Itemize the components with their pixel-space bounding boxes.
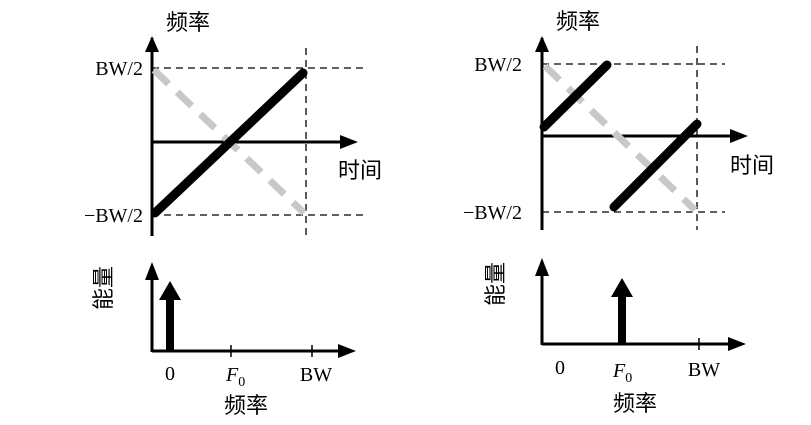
right-upchirp-upper-segment xyxy=(539,60,612,132)
left-time-axis-arrowhead xyxy=(340,135,358,149)
right-reference-downchirp xyxy=(542,63,698,213)
right-time-frequency-plot: 频率 时间 BW/2 −BW/2 xyxy=(463,9,774,230)
left-energy-axis-label: 能量 xyxy=(91,266,116,310)
left-frequency-axis-arrowhead xyxy=(145,36,159,52)
left-time-frequency-plot: 频率 时间 BW/2 −BW/2 xyxy=(84,10,382,236)
left-f0-label: F0 xyxy=(225,364,245,390)
right-f0-label-sub: 0 xyxy=(625,371,632,386)
left-neg-bw-half-label: −BW/2 xyxy=(84,205,143,227)
right-energy-peak-arrowhead xyxy=(611,278,633,297)
left-spectrum-frequency-label: 频率 xyxy=(224,393,268,418)
right-spectrum-frequency-axis-arrowhead xyxy=(728,337,746,351)
left-zero-label: 0 xyxy=(165,363,175,385)
left-energy-spectrum: 能量 0 F0 BW 频率 xyxy=(91,262,356,418)
right-energy-peak-bar xyxy=(618,295,626,344)
left-energy-axis-arrowhead xyxy=(145,262,159,280)
left-energy-peak-arrowhead xyxy=(159,281,181,300)
right-frequency-axis-label: 频率 xyxy=(556,9,600,34)
right-energy-axis-arrowhead xyxy=(535,258,549,276)
right-zero-label: 0 xyxy=(555,357,565,379)
right-bw-half-label: BW/2 xyxy=(474,54,522,76)
left-time-axis-label: 时间 xyxy=(338,158,382,183)
right-f0-label: F0 xyxy=(612,360,632,386)
left-upchirp xyxy=(150,68,308,218)
left-spectrum-frequency-axis-arrowhead xyxy=(338,344,356,358)
right-f0-label-base: F xyxy=(612,360,626,382)
right-energy-axis-label: 能量 xyxy=(483,262,508,306)
right-time-axis-label: 时间 xyxy=(730,153,774,178)
left-bw-half-label: BW/2 xyxy=(95,58,143,80)
left-f0-label-base: F xyxy=(225,364,239,386)
right-spectrum-frequency-label: 频率 xyxy=(613,391,657,416)
right-bw-label: BW xyxy=(688,359,720,381)
right-upchirp-lower-segment xyxy=(609,119,702,212)
left-energy-peak-bar xyxy=(166,298,174,351)
right-neg-bw-half-label: −BW/2 xyxy=(463,202,522,224)
right-energy-spectrum: 能量 0 F0 BW 频率 xyxy=(483,258,746,416)
right-time-axis-arrowhead xyxy=(730,129,748,143)
left-frequency-axis-label: 频率 xyxy=(166,10,210,35)
left-bw-label: BW xyxy=(300,364,332,386)
right-frequency-axis-arrowhead xyxy=(535,36,549,52)
left-f0-label-sub: 0 xyxy=(238,375,245,390)
